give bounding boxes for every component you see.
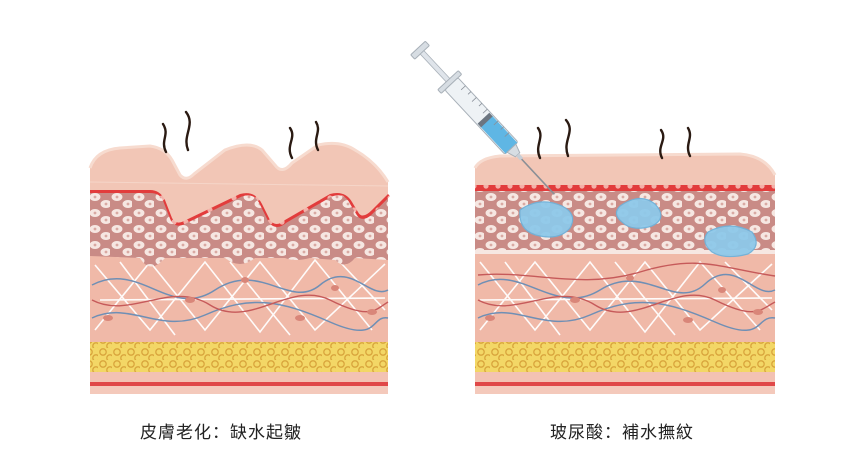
red-fibers (91, 294, 389, 313)
syringe-icon (410, 41, 555, 195)
collagen-fibers-right (479, 260, 773, 336)
base-red-line (90, 382, 388, 386)
caption-aging-skin: 皮膚老化：缺水起皺 (140, 423, 302, 443)
blue-fibers (91, 275, 389, 332)
cell-layer (90, 192, 388, 267)
fat-layer-right (475, 342, 775, 372)
blue-fibers-right (477, 273, 776, 332)
fibroblasts-right (485, 275, 763, 323)
hyaluronic-acid-deposits (519, 197, 757, 258)
hair-strands (161, 110, 320, 160)
hair-strands-right (536, 118, 692, 160)
fibroblasts (103, 277, 377, 321)
collagen-fibers (94, 258, 386, 336)
epidermis-layer-right (475, 154, 775, 185)
fat-layer (90, 342, 388, 372)
caption-hyaluronic-treatment: 玻尿酸：補水撫紋 (550, 423, 694, 443)
red-fibers-right (477, 262, 776, 313)
base-red-line-right (475, 382, 775, 386)
treated-skin-panel (410, 41, 777, 394)
aging-skin-panel (88, 110, 391, 394)
dermis-lower-layer-right (475, 252, 775, 352)
basal-line-right (475, 185, 775, 191)
